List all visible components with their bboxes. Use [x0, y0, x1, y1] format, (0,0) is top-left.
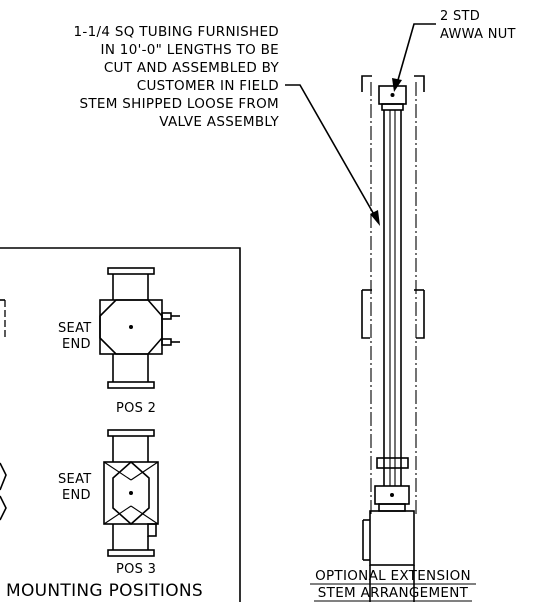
nut-note-line-2: AWWA NUT: [440, 27, 516, 42]
pos-2-seat-label: SEAT: [58, 321, 92, 336]
tubing-note-line-5: STEM SHIPPED LOOSE FROM: [80, 96, 280, 112]
mounting-positions-title: MOUNTING POSITIONS: [6, 581, 203, 601]
nut-note: 2 STD AWWA NUT: [440, 9, 516, 42]
pos-2-label: POS 2: [116, 401, 156, 416]
pos-3-seat-end-label: SEAT END: [58, 472, 92, 503]
tubing-note-line-2: IN 10'-0" LENGTHS TO BE: [101, 42, 279, 58]
valve-pos-3: [103, 429, 159, 557]
extension-caption: OPTIONAL EXTENSION STEM ARRANGEMENT: [310, 568, 476, 602]
pos-2-end-label: END: [62, 337, 91, 352]
tubing-note-line-4: CUSTOMER IN FIELD: [137, 78, 279, 94]
mounting-positions-panel: SEAT END POS 2 SEAT END POS 3 MOUNTING P: [0, 247, 241, 602]
tubing-note-line-6: VALVE ASSEMBLY: [159, 114, 279, 130]
tubing-note-line-3: CUT AND ASSEMBLED BY: [104, 60, 280, 76]
valve-pos-2: [99, 267, 180, 389]
left-edge-fragments: [0, 299, 7, 521]
tubing-note: 1-1/4 SQ TUBING FURNISHED IN 10'-0" LENG…: [74, 24, 280, 130]
extension-caption-line-2: STEM ARRANGEMENT: [318, 585, 469, 601]
pos-3-end-label: END: [62, 488, 91, 503]
nut-leader: [392, 23, 436, 92]
extension-caption-line-1: OPTIONAL EXTENSION: [315, 568, 471, 584]
extension-stem-assembly: [361, 75, 425, 602]
pos-2-seat-end-label: SEAT END: [58, 321, 92, 352]
nut-note-line-1: 2 STD: [440, 9, 480, 24]
pos-3-seat-label: SEAT: [58, 472, 92, 487]
pos-3-label: POS 3: [116, 562, 156, 577]
tubing-note-line-1: 1-1/4 SQ TUBING FURNISHED: [74, 24, 279, 40]
tubing-leader: [285, 84, 380, 226]
